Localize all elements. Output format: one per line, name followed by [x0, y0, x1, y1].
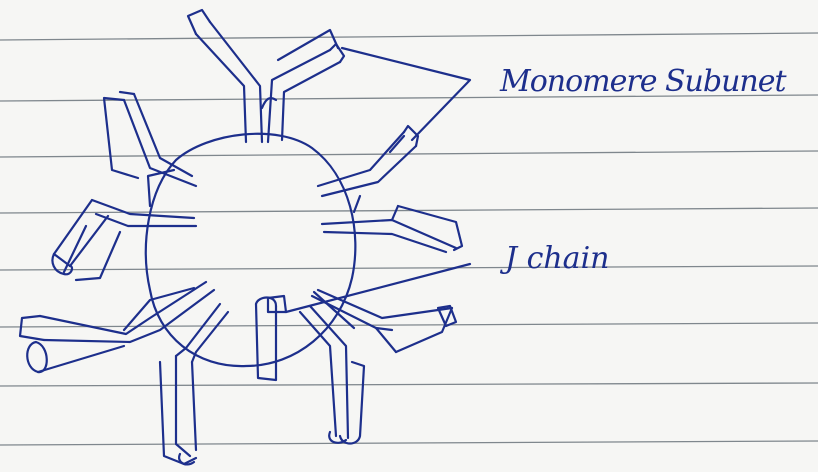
monomer-bottom: [160, 304, 228, 464]
j-chain-label: J chain: [505, 241, 610, 276]
monomer-upper-right: [318, 126, 418, 196]
monomer-right: [322, 196, 462, 252]
monomer-lower-right: [300, 292, 364, 444]
monomer-leader: [342, 48, 470, 140]
monomer-center-bottom: [256, 296, 286, 380]
monomer-upper-left: [104, 92, 196, 206]
j-chain-leader: [286, 264, 470, 312]
monomer-subunit-label: Monomere Subunet: [500, 64, 786, 99]
monomer-top: [188, 10, 344, 142]
